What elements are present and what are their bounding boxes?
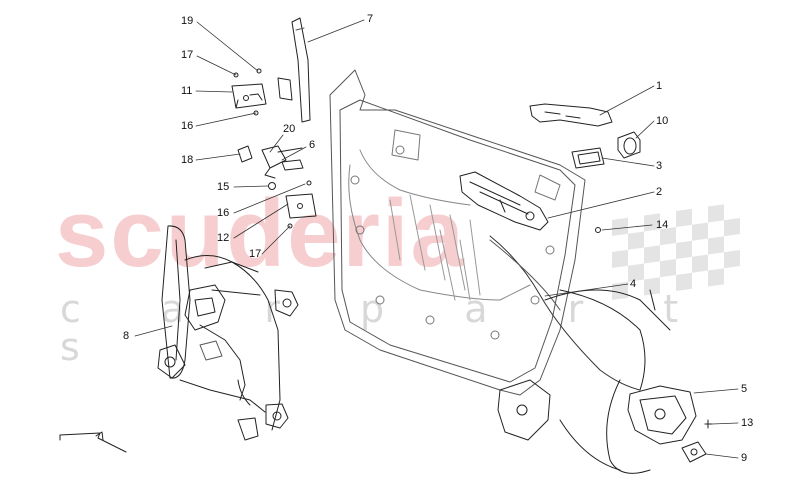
callout-4: 4	[630, 278, 637, 290]
callout-9: 9	[741, 452, 748, 464]
callout-5: 5	[741, 383, 748, 395]
part-2-latch-mechanism	[459, 171, 549, 231]
part-12-lower-hinge	[285, 193, 317, 219]
callout-15: 15	[217, 181, 230, 193]
part-6-door-check	[261, 145, 303, 179]
callout-18: 18	[181, 154, 194, 166]
part-3-gasket	[571, 147, 605, 169]
part-11-upper-hinge	[231, 83, 267, 109]
callout-17-lower: 17	[249, 248, 262, 260]
callout-12: 12	[217, 232, 230, 244]
callout-14: 14	[656, 219, 669, 231]
part-10-lock-cylinder	[617, 131, 641, 159]
part-14-screw	[595, 227, 601, 233]
callout-19: 19	[181, 15, 194, 27]
door-inner-panel	[329, 69, 586, 396]
callout-17: 17	[181, 49, 194, 61]
part-18-seal	[237, 145, 253, 163]
callout-10: 10	[656, 115, 669, 127]
callout-13: 13	[741, 417, 754, 429]
callout-2: 2	[656, 186, 663, 198]
callout-16-lower: 16	[217, 207, 230, 219]
callout-8: 8	[123, 330, 130, 342]
callout-11: 11	[181, 85, 193, 97]
part-7-trim-strip	[291, 17, 311, 123]
callout-1: 1	[656, 80, 663, 92]
callout-7: 7	[367, 13, 374, 25]
part-13-screw	[704, 419, 713, 429]
part-1-outer-handle	[529, 103, 613, 127]
callout-6: 6	[309, 139, 316, 151]
checkered-flag-watermark-icon	[612, 204, 740, 300]
callout-3: 3	[656, 160, 663, 172]
callout-20: 20	[283, 123, 296, 135]
part-5-door-lock	[627, 385, 697, 445]
part-8-window-regulator	[157, 225, 299, 441]
part-15-nut	[268, 182, 276, 190]
direction-arrow-icon	[59, 432, 127, 453]
part-9-striker	[681, 441, 707, 463]
leader-lines	[134, 19, 739, 459]
callout-16: 16	[181, 120, 194, 132]
